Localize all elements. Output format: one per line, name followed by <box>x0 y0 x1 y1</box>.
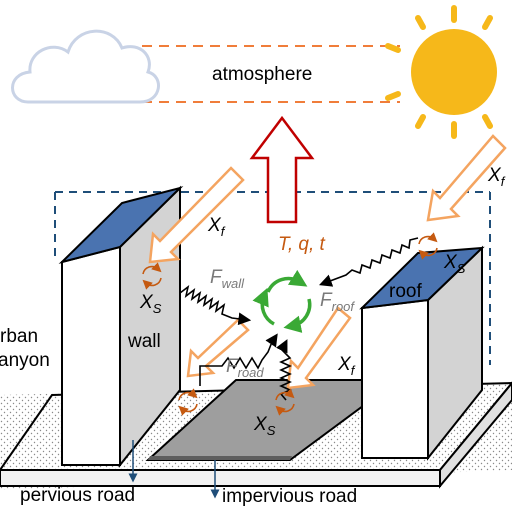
xs-label-road: XS <box>253 414 276 438</box>
f-road-label: Froad <box>226 356 264 380</box>
xf-label-road: Xf <box>337 354 356 378</box>
xs-label-roof: XS <box>443 252 466 276</box>
roof-label: roof <box>389 281 422 302</box>
drainage-arrows <box>128 440 220 499</box>
roof-building <box>359 245 485 461</box>
tqt-label: T, q, t <box>278 234 326 255</box>
flux-zigzags <box>179 237 419 401</box>
upward-flux-arrow <box>249 115 315 224</box>
atmosphere-label: atmosphere <box>212 64 312 85</box>
f-roof-label: Froof <box>320 290 355 314</box>
urban-canyon-label-line2: anyon <box>0 350 50 371</box>
f-wall-label: Fwall <box>210 267 245 291</box>
xf-label-roof: Xf <box>487 165 506 189</box>
impervious-road-label: impervious road <box>222 486 357 507</box>
xf-label-wall: Xf <box>207 215 226 239</box>
cloud-icon <box>11 29 160 104</box>
sun-icon <box>385 5 497 139</box>
wall-label: wall <box>127 331 161 352</box>
pervious-road-label: pervious road <box>20 485 135 506</box>
xf-arrows <box>148 134 507 390</box>
urban-canyon-label-line1: rban <box>0 326 38 347</box>
cycle-icon <box>252 269 312 333</box>
impervious-road-edge <box>148 456 292 460</box>
local-cycle-icon <box>142 232 438 416</box>
xs-label-wall: XS <box>139 292 162 316</box>
atmosphere-band <box>142 45 400 103</box>
